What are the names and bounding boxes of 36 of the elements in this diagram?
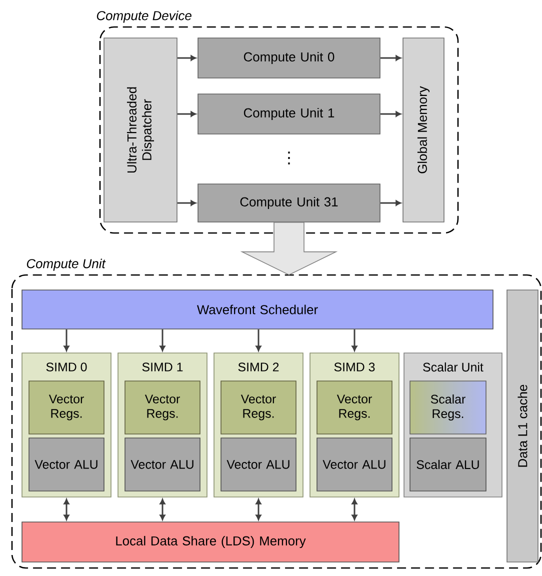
register-box: Scalar Regs.	[410, 380, 486, 434]
compute-unit-box: Compute Unit 31	[198, 184, 380, 222]
arrow	[64, 329, 70, 352]
alu-box: Scalar ALU	[410, 438, 486, 492]
register-box: Vector Regs.	[220, 380, 296, 434]
node-label: Compute Device	[96, 10, 192, 23]
arrow	[160, 498, 166, 520]
arrow	[177, 200, 196, 206]
arrow	[64, 498, 70, 520]
compute-unit-box: Compute Unit 0	[198, 38, 380, 78]
alu-box: Vector ALU	[220, 438, 296, 492]
arrow	[380, 111, 402, 117]
register-box: Vector Regs.	[316, 380, 392, 434]
compute-unit-box: Compute Unit 1	[198, 94, 380, 134]
arrow	[177, 55, 196, 61]
memory-bar: Local Data Share (LDS) Memory	[22, 522, 400, 562]
alu-box: Vector ALU	[316, 438, 392, 492]
register-box: Vector Regs.	[124, 380, 200, 434]
alu-box: Vector ALU	[28, 438, 104, 492]
arrow	[352, 498, 358, 520]
cache-bar: Data L1 cache	[506, 290, 538, 562]
arrow	[177, 111, 196, 117]
alu-box: Vector ALU	[124, 438, 200, 492]
arrow	[256, 498, 262, 520]
rotated-box: Global Memory	[402, 38, 444, 222]
scheduler-bar: Wavefront Scheduler	[22, 290, 494, 330]
rotated-box: Ultra-Threaded Dispatcher	[104, 38, 178, 222]
ellipsis-label: ⋮	[288, 152, 290, 164]
block-arrow	[240, 222, 338, 276]
register-box: Vector Regs.	[28, 380, 104, 434]
arrow	[352, 329, 358, 352]
node-label: Compute Unit	[26, 258, 106, 271]
arrow	[380, 55, 402, 61]
arrow	[380, 200, 402, 206]
arrow	[256, 329, 262, 352]
arrow	[160, 329, 166, 352]
